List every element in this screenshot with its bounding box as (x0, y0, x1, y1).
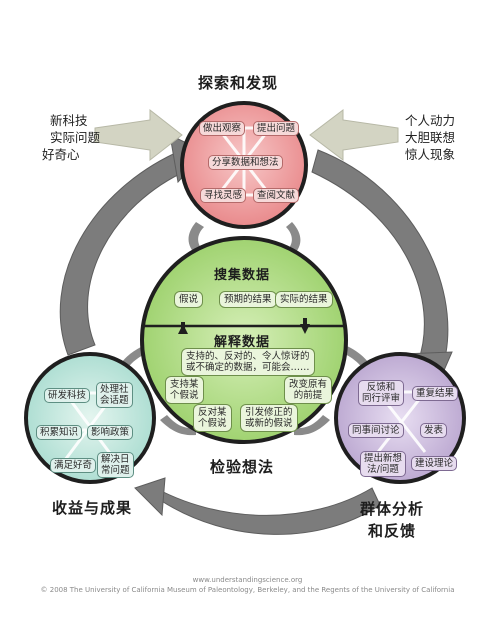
revise-assumptions-box: 改变原有 的前提 (284, 376, 333, 404)
data-description-box: 支持的、反对的、令人惊讶的 或不确定的数据，可能会…… (181, 348, 315, 376)
feedback-review-box: 反馈和 同行评审 (358, 380, 405, 406)
community-title: 群体分析 和反馈 (360, 500, 425, 540)
oppose-hypothesis-box: 反对某 个假说 (193, 404, 232, 432)
share-data-box: 分享数据和想法 (208, 155, 283, 170)
input-practical-problems: 实际问题 (50, 130, 101, 145)
inputs-left: 新科技 实际问题 好奇心 (42, 112, 100, 163)
replication-box: 重复结果 (412, 386, 459, 401)
new-questions-box: 提出新想 法/问题 (360, 451, 407, 477)
make-observations-box: 做出观察 (199, 121, 246, 136)
input-personal-motivation: 个人动力 (405, 113, 456, 128)
ask-questions-box: 提出问题 (253, 121, 300, 136)
input-daring-idea: 大胆联想 (405, 130, 456, 145)
publication-box: 发表 (420, 423, 448, 438)
expected-results-box: 预期的结果 (219, 291, 277, 308)
explore-literature-box: 查阅文献 (253, 188, 300, 203)
input-new-technology: 新科技 (50, 113, 88, 128)
connector-community-test (294, 415, 330, 436)
support-hypothesis-box: 支持某 个假说 (165, 376, 204, 404)
footer-copyright: © 2008 The University of California Muse… (40, 586, 455, 594)
input-arrow-left (94, 108, 183, 162)
address-issues-box: 处理社 会话题 (96, 382, 133, 408)
build-knowledge-box: 积累知识 (36, 425, 83, 440)
input-arrows (94, 108, 399, 162)
develop-technology-box: 研发科技 (44, 388, 91, 403)
arrow-community-to-benefits (149, 484, 381, 535)
cycle-arrows (59, 134, 453, 535)
input-curiosity: 好奇心 (42, 147, 80, 162)
theory-building-box: 建设理论 (411, 456, 458, 471)
actual-results-box: 实际的结果 (275, 291, 333, 308)
arrow-head-bottom (134, 477, 166, 517)
connector-benefits-test (160, 415, 196, 436)
gather-data-title: 搜集数据 (214, 268, 271, 283)
inspire-hypothesis-box: 引发修正的 或新的假说 (240, 404, 298, 432)
explore-title: 探索和发现 (198, 74, 279, 92)
inform-policy-box: 影响政策 (87, 425, 134, 440)
solve-problems-box: 解决日 常问题 (97, 452, 134, 478)
find-inspiration-box: 寻找灵感 (200, 188, 247, 203)
input-arrow-right (309, 108, 399, 162)
interpret-data-title: 解释数据 (214, 335, 271, 350)
inputs-right: 个人动力 大胆联想 惊人现象 (405, 112, 455, 163)
satisfy-curiosity-box: 满足好奇 (50, 458, 97, 473)
test-divider-arrows (178, 318, 310, 334)
footer-url: www.understandingscience.org (192, 576, 303, 584)
test-title: 检验想法 (210, 458, 275, 476)
benefits-title: 收益与成果 (52, 499, 133, 517)
discussion-box: 同事间讨论 (348, 423, 404, 438)
input-surprising-observation: 惊人现象 (405, 147, 456, 162)
hypotheses-box: 假说 (174, 291, 204, 308)
